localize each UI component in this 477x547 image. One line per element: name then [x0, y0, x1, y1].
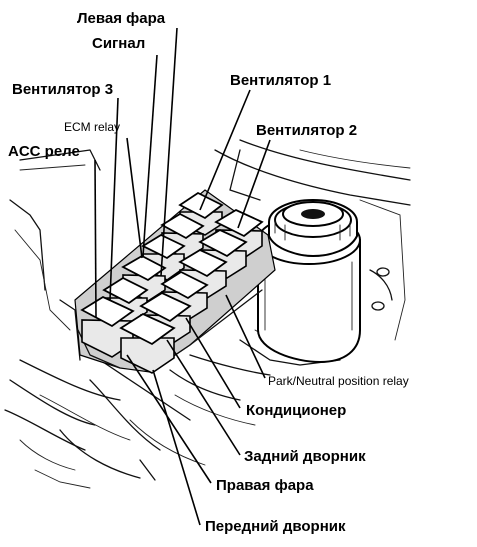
labels: Левая фара Сигнал Вентилятор 1 Вентилято…	[8, 10, 409, 535]
label-fan2: Вентилятор 2	[256, 122, 357, 139]
label-park-neutral-relay: Park/Neutral position relay	[268, 374, 409, 388]
label-right-headlight: Правая фара	[216, 477, 314, 494]
label-signal: Сигнал	[92, 35, 145, 52]
label-left-headlight: Левая фара	[77, 10, 166, 27]
label-rear-wiper: Задний дворник	[244, 448, 366, 465]
leader-lines	[94, 27, 271, 526]
label-fan1: Вентилятор 1	[230, 72, 331, 89]
fluid-reservoir	[257, 199, 361, 364]
relay-fan1	[178, 191, 224, 236]
label-air-conditioner: Кондиционер	[246, 402, 346, 419]
label-front-wiper: Передний дворник	[205, 518, 346, 535]
label-fan3: Вентилятор 3	[12, 81, 113, 98]
relay-front-wiper	[119, 312, 176, 374]
label-acc-relay: ACC реле	[8, 143, 80, 160]
label-ecm-relay: ECM relay	[64, 120, 120, 134]
